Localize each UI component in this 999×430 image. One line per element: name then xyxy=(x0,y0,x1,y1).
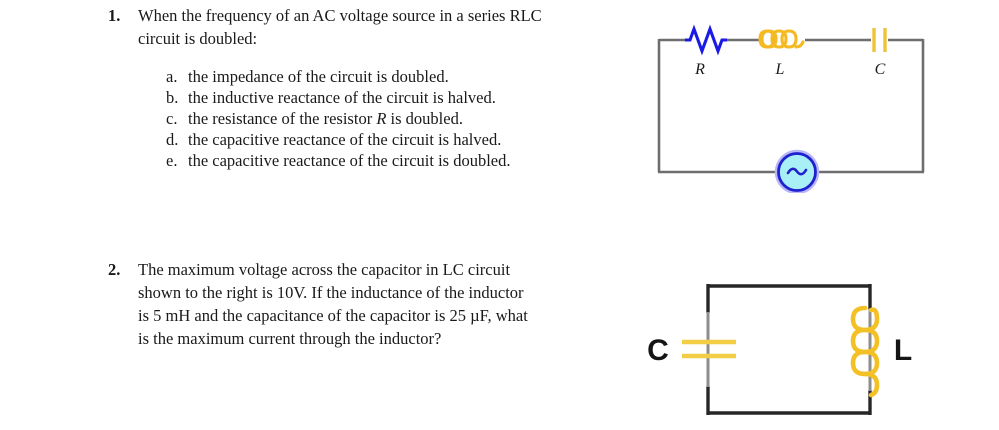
question-1-stem-row: 1. When the frequency of an AC voltage s… xyxy=(108,4,638,50)
question-1-choices: a. the impedance of the circuit is doubl… xyxy=(166,66,638,171)
rlc-circuit-figure: R L C xyxy=(645,18,945,193)
choice-d-letter: d. xyxy=(166,130,179,149)
lc-capacitor-symbol xyxy=(682,339,736,359)
rlc-label-capacitor: C xyxy=(875,61,886,78)
question-1-stem-line-1: When the frequency of an AC voltage sour… xyxy=(138,6,542,25)
capacitor-symbol xyxy=(872,28,887,52)
lc-label-inductor: L xyxy=(894,334,912,367)
choice-a-letter: a. xyxy=(166,67,178,86)
question-1-stem: When the frequency of an AC voltage sour… xyxy=(138,4,638,50)
choice-b-text: the inductive reactance of the circuit i… xyxy=(188,88,496,107)
question-2-stem: The maximum voltage across the capacitor… xyxy=(138,258,638,350)
choice-a: a. the impedance of the circuit is doubl… xyxy=(166,66,638,87)
choice-e: e. the capacitive reactance of the circu… xyxy=(166,150,638,171)
ac-source-tilde xyxy=(786,167,808,176)
ac-source-glow xyxy=(774,149,820,193)
question-1-block: 1. When the frequency of an AC voltage s… xyxy=(108,4,638,171)
lc-inductor-symbol xyxy=(850,305,880,398)
choice-e-text: the capacitive reactance of the circuit … xyxy=(188,151,511,170)
rlc-label-inductor: L xyxy=(775,61,785,78)
choice-d: d. the capacitive reactance of the circu… xyxy=(166,129,638,150)
lc-label-capacitor: C xyxy=(647,334,669,367)
ac-source-symbol xyxy=(774,149,820,193)
question-1-stem-line-2: circuit is doubled: xyxy=(138,29,258,48)
lc-wires xyxy=(706,284,872,415)
question-2-block: 2. The maximum voltage across the capaci… xyxy=(108,258,638,350)
inductor-symbol xyxy=(758,29,805,49)
choice-e-letter: e. xyxy=(166,151,178,170)
choice-b-letter: b. xyxy=(166,88,179,107)
choice-c-text: the resistance of the resistor R is doub… xyxy=(188,108,638,129)
question-2-stem-line-2: shown to the right is 10V. If the induct… xyxy=(138,283,524,302)
lc-wire-gaps xyxy=(706,309,872,391)
lc-circuit-figure: C L xyxy=(640,268,960,428)
resistor-symbol xyxy=(685,24,727,56)
choice-c-text-part-2: is doubled. xyxy=(386,109,463,128)
choice-c-symbol-R: R xyxy=(376,109,387,128)
question-2-stem-row: 2. The maximum voltage across the capaci… xyxy=(108,258,638,350)
question-1-number: 1. xyxy=(108,6,121,25)
choice-b: b. the inductive reactance of the circui… xyxy=(166,87,638,108)
question-2-stem-line-1: The maximum voltage across the capacitor… xyxy=(138,260,511,279)
choice-a-text: the impedance of the circuit is doubled. xyxy=(188,67,449,86)
question-2-stem-line-3: is 5 mH and the capacitance of the capac… xyxy=(138,306,528,325)
choice-c: c. the resistance of the resistor R is d… xyxy=(166,108,638,129)
question-2-stem-line-4: is the maximum current through the induc… xyxy=(138,329,442,348)
question-2-number: 2. xyxy=(108,260,121,279)
choice-c-letter: c. xyxy=(166,109,178,128)
rlc-label-resistor: R xyxy=(694,61,705,78)
rlc-wires xyxy=(657,38,925,174)
choice-d-text: the capacitive reactance of the circuit … xyxy=(188,130,502,149)
choice-c-text-part-1: the resistance of the resistor xyxy=(188,109,377,128)
